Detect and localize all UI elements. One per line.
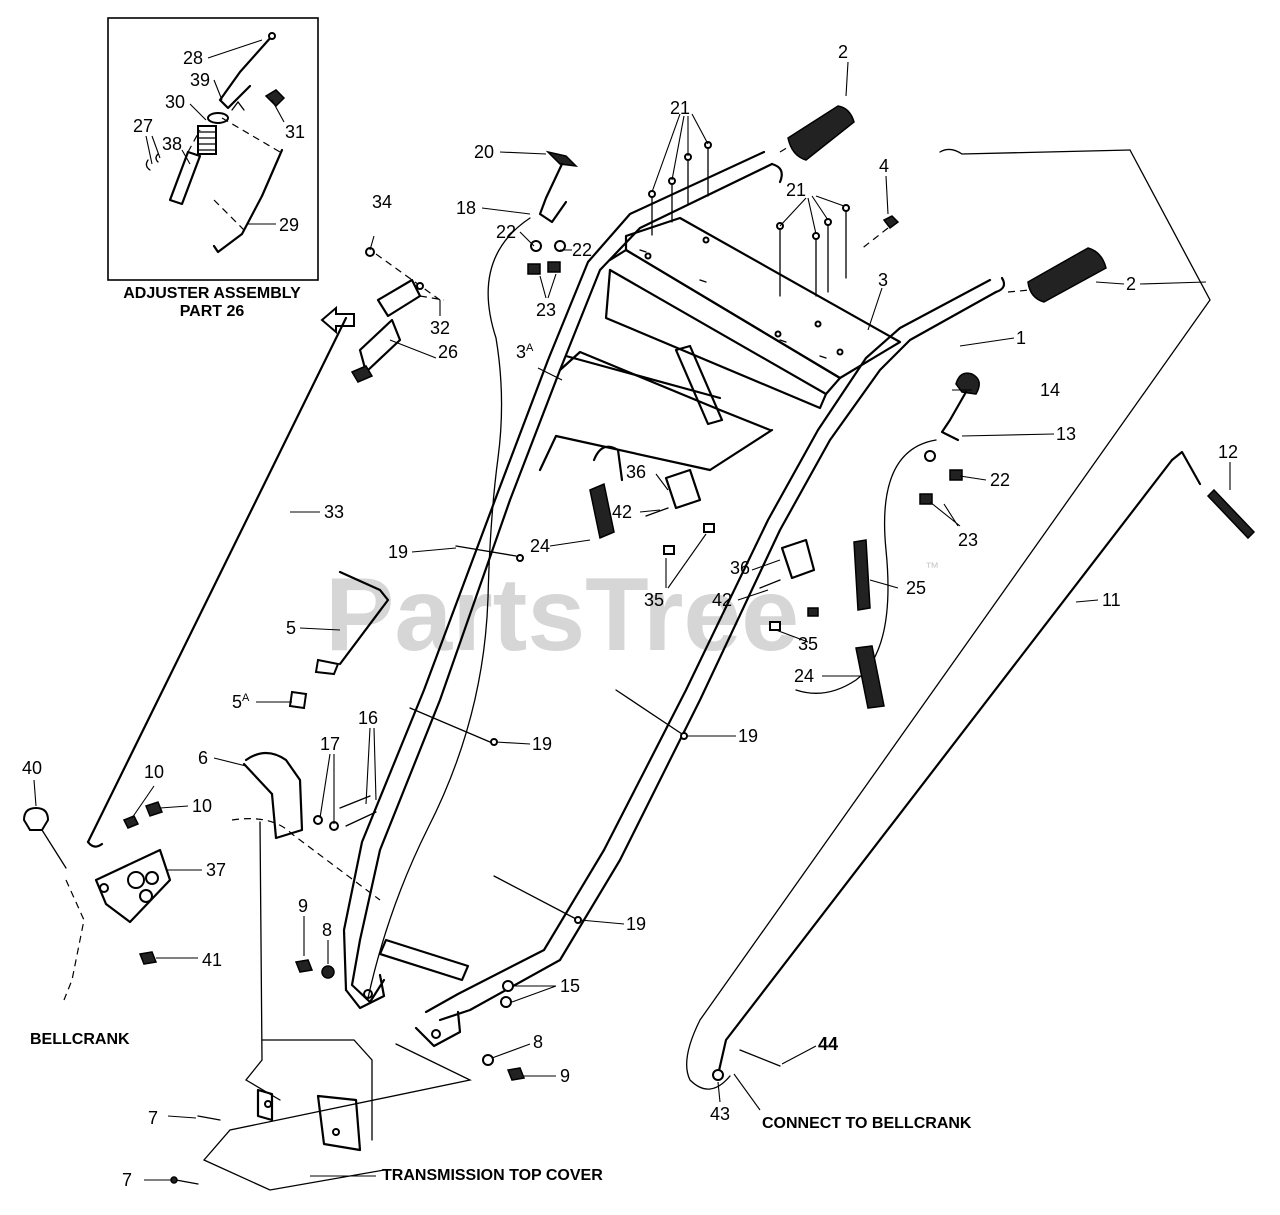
label-24b: 24 xyxy=(794,666,814,686)
label-14: 14 xyxy=(1040,380,1060,400)
label-17: 17 xyxy=(320,734,340,754)
label-13: 13 xyxy=(1056,424,1076,444)
label-19c: 19 xyxy=(738,726,758,746)
label-44: 44 xyxy=(818,1034,838,1054)
label-36a: 36 xyxy=(626,462,646,482)
caption-bellcrank: BELLCRANK xyxy=(30,1031,130,1048)
label-39: 39 xyxy=(190,70,210,90)
label-2a: 2 xyxy=(838,42,848,62)
label-41: 41 xyxy=(202,950,222,970)
label-7b: 7 xyxy=(122,1170,132,1190)
label-15: 15 xyxy=(560,976,580,996)
label-37: 37 xyxy=(206,860,226,880)
brackets-lower-left xyxy=(22,751,381,1001)
label-33: 33 xyxy=(324,502,344,522)
caption-connect-to-bellcrank: CONNECT TO BELLCRANK xyxy=(762,1115,972,1132)
label-29: 29 xyxy=(279,215,299,235)
label-18: 18 xyxy=(456,198,476,218)
label-8a: 8 xyxy=(322,920,332,940)
bolts-16-17 xyxy=(122,795,377,831)
label-10b: 10 xyxy=(192,796,212,816)
handle-frame xyxy=(342,150,1006,1048)
label-20: 20 xyxy=(474,142,494,162)
caption-transmission-top-cover: TRANSMISSION TOP COVER xyxy=(382,1167,603,1184)
control-panel xyxy=(604,216,902,426)
label-42a: 42 xyxy=(612,502,632,522)
label-28: 28 xyxy=(183,48,203,68)
lever-20 xyxy=(367,150,579,999)
label-24a: 24 xyxy=(530,536,550,556)
inset-leaders xyxy=(145,39,285,225)
label-6: 6 xyxy=(198,748,208,768)
label-27: 27 xyxy=(133,116,153,136)
label-30: 30 xyxy=(165,92,185,112)
rod-11 xyxy=(686,148,1256,1090)
label-22a: 22 xyxy=(496,222,516,242)
adjuster-assembly-inset: 28 39 30 31 27 38 29 ADJUSTER ASSEMBLY P… xyxy=(107,17,319,320)
label-22b: 22 xyxy=(572,240,592,260)
label-5: 5 xyxy=(286,618,296,638)
transmission-cover xyxy=(170,821,472,1191)
label-2b: 2 xyxy=(1126,274,1136,294)
label-31: 31 xyxy=(285,122,305,142)
nut-4 xyxy=(882,215,900,230)
label-34: 34 xyxy=(372,192,392,212)
watermark-text: PartsTree xyxy=(325,557,799,673)
inset-title: ADJUSTER ASSEMBLY xyxy=(123,285,301,302)
label-22c: 22 xyxy=(990,470,1010,490)
label-8b: 8 xyxy=(533,1032,543,1052)
fasteners xyxy=(294,959,526,1081)
hole-43 xyxy=(712,1069,724,1081)
label-9b: 9 xyxy=(560,1066,570,1086)
clip-44 xyxy=(739,1049,781,1067)
label-10a: 10 xyxy=(144,762,164,782)
label-9a: 9 xyxy=(298,896,308,916)
label-21a: 21 xyxy=(670,98,690,118)
leader-lines xyxy=(33,61,1231,1181)
direction-arrow xyxy=(320,305,355,335)
label-32: 32 xyxy=(430,318,450,338)
label-40: 40 xyxy=(22,758,42,778)
label-38: 38 xyxy=(162,134,182,154)
handle-grips xyxy=(779,105,1107,303)
label-42b: 42 xyxy=(712,590,732,610)
pedals xyxy=(589,445,885,709)
label-43: 43 xyxy=(710,1104,730,1124)
label-3: 3 xyxy=(878,270,888,290)
label-11: 11 xyxy=(1102,590,1121,610)
label-19b: 19 xyxy=(532,734,552,754)
lever-14 xyxy=(795,372,980,694)
shift-rod-5 xyxy=(288,570,390,710)
label-19a: 19 xyxy=(388,542,408,562)
inset-subtitle: PART 26 xyxy=(180,303,245,320)
label-35a: 35 xyxy=(644,590,664,610)
label-36b: 36 xyxy=(730,558,750,578)
label-3A: 3A xyxy=(516,342,534,362)
inset-drawing xyxy=(145,32,286,254)
label-23b: 23 xyxy=(958,530,978,550)
part-labels: 34 32 26 33 20 18 22 22 23 21 21 2 2 4 3… xyxy=(22,42,1238,1190)
label-19d: 19 xyxy=(626,914,646,934)
label-35b: 35 xyxy=(798,634,818,654)
label-26: 26 xyxy=(438,342,458,362)
label-23a: 23 xyxy=(536,300,556,320)
label-4: 4 xyxy=(879,156,889,176)
label-16: 16 xyxy=(358,708,378,728)
label-25: 25 xyxy=(906,578,926,598)
label-21b: 21 xyxy=(786,180,806,200)
watermark-tm: ™ xyxy=(925,559,939,575)
label-1: 1 xyxy=(1016,328,1026,348)
captions: BELLCRANK CONNECT TO BELLCRANK TRANSMISS… xyxy=(30,1031,972,1184)
label-5A: 5A xyxy=(232,692,250,712)
label-7a: 7 xyxy=(148,1108,158,1128)
watermark: PartsTree ™ xyxy=(325,557,939,673)
cable-33 xyxy=(86,247,445,848)
label-12: 12 xyxy=(1218,442,1238,462)
